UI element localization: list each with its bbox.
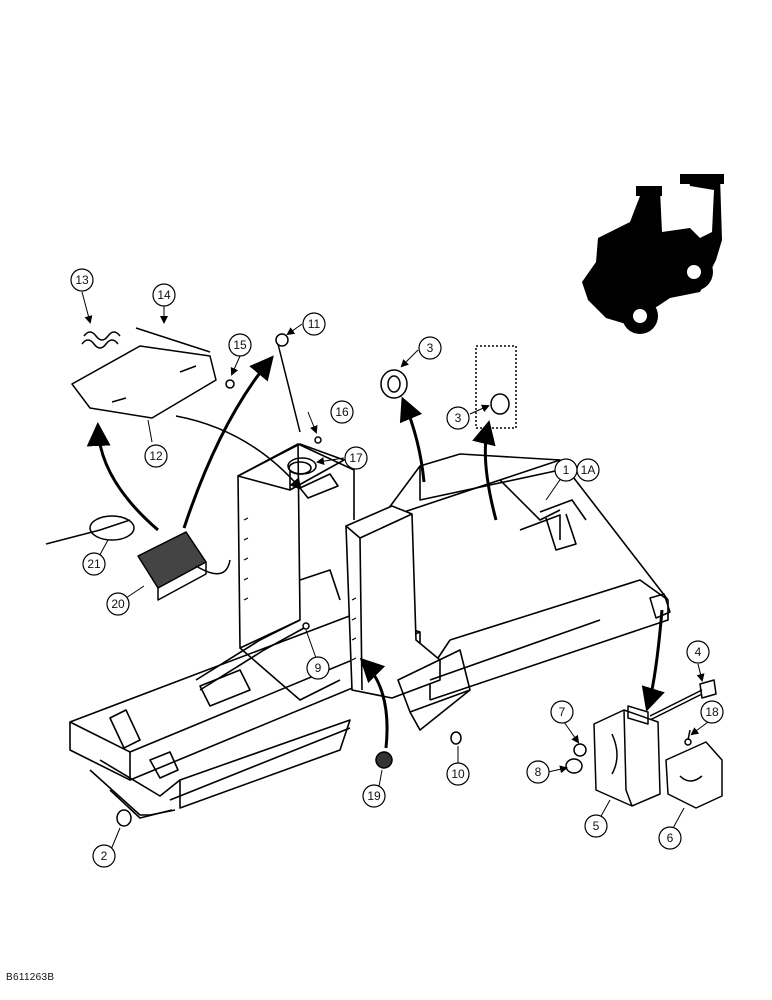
callouts: 13 14 15 11 12 16 17 3 3 1 1A 21 20 9 4 … <box>70 268 724 868</box>
machine-silhouette <box>582 174 724 334</box>
svg-text:4: 4 <box>695 645 702 659</box>
callout-18: 18 <box>700 700 724 724</box>
callout-21: 21 <box>82 552 106 576</box>
svg-text:8: 8 <box>535 765 542 779</box>
svg-text:11: 11 <box>308 317 321 331</box>
callout-1a: 1A <box>576 458 600 482</box>
callout-10: 10 <box>446 762 470 786</box>
clamp-block-upper <box>665 741 723 809</box>
callout-3-panel: 3 <box>446 406 470 430</box>
svg-text:19: 19 <box>367 789 381 803</box>
svg-text:1: 1 <box>563 463 570 477</box>
svg-text:17: 17 <box>349 451 363 465</box>
svg-text:5: 5 <box>593 819 600 833</box>
callout-9: 9 <box>306 656 330 680</box>
callout-14: 14 <box>152 283 176 307</box>
svg-text:18: 18 <box>705 705 719 719</box>
svg-text:13: 13 <box>75 273 89 287</box>
callout-15: 15 <box>228 333 252 357</box>
frame-assembly <box>69 443 669 819</box>
svg-text:21: 21 <box>87 557 101 571</box>
svg-text:6: 6 <box>667 831 674 845</box>
filler-cap <box>287 457 317 475</box>
dipstick <box>277 343 301 433</box>
svg-text:14: 14 <box>157 288 171 302</box>
callout-11: 11 <box>302 312 326 336</box>
callout-6: 6 <box>658 826 682 850</box>
svg-text:16: 16 <box>335 405 349 419</box>
svg-text:1A: 1A <box>581 463 596 477</box>
callout-19: 19 <box>362 784 386 808</box>
leader-lines <box>81 291 709 853</box>
svg-text:2: 2 <box>101 849 108 863</box>
cover-plate <box>71 345 217 419</box>
svg-text:3: 3 <box>427 341 434 355</box>
svg-text:3: 3 <box>455 411 462 425</box>
callout-12: 12 <box>144 444 168 468</box>
rubber-bumper <box>380 369 408 399</box>
callout-16: 16 <box>330 400 354 424</box>
svg-text:9: 9 <box>315 661 322 675</box>
svg-text:10: 10 <box>451 767 465 781</box>
svg-text:15: 15 <box>233 338 247 352</box>
rod <box>135 327 211 353</box>
callout-13: 13 <box>70 268 94 292</box>
drawing-code: B611263B <box>6 972 55 983</box>
callout-2: 2 <box>92 844 116 868</box>
callout-20: 20 <box>106 592 130 616</box>
assembly-arrows <box>86 355 665 749</box>
clamp <box>45 519 131 545</box>
callout-3-bumper: 3 <box>418 336 442 360</box>
svg-text:7: 7 <box>559 705 566 719</box>
spring <box>83 331 121 341</box>
callout-1: 1 <box>554 458 578 482</box>
callout-5: 5 <box>584 814 608 838</box>
svg-text:12: 12 <box>149 449 163 463</box>
callout-7: 7 <box>550 700 574 724</box>
svg-text:20: 20 <box>111 597 125 611</box>
bolt <box>649 689 703 717</box>
callout-17: 17 <box>344 446 368 470</box>
callout-8: 8 <box>526 760 550 784</box>
callout-4: 4 <box>686 640 710 664</box>
nut <box>375 751 393 769</box>
bumper-panel <box>475 345 517 429</box>
